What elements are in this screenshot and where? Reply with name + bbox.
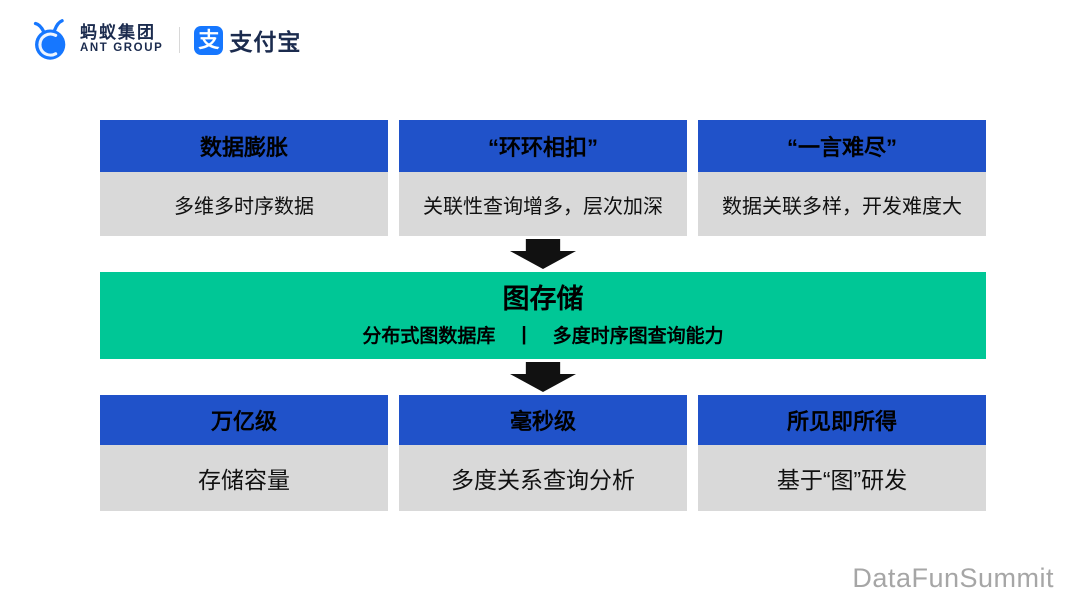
card-wysiwyg: 所见即所得 基于“图”研发 xyxy=(698,395,986,511)
alipay-logo: 支 支付宝 xyxy=(194,23,301,57)
alipay-icon: 支 xyxy=(194,25,224,55)
logo-bar: 蚂蚁集团 ANT GROUP 支 支付宝 xyxy=(30,16,301,64)
ant-group-icon xyxy=(33,19,66,60)
card-data-expansion: 数据膨胀 多维多时序数据 xyxy=(100,120,388,236)
arrow-down-icon xyxy=(510,362,576,392)
card-description: 存储容量 xyxy=(100,445,388,511)
arrow-wrap-top xyxy=(100,236,986,272)
card-title: 数据膨胀 xyxy=(100,120,388,172)
graph-storage-title: 图存储 xyxy=(502,283,584,314)
subtitle-left: 分布式图数据库 xyxy=(362,326,496,348)
datafun-summit-watermark: DataFunSummit xyxy=(852,563,1054,593)
arrow-wrap-bottom xyxy=(100,359,986,395)
card-title: “环环相扣” xyxy=(399,120,687,172)
bottom-row: 万亿级 存储容量 毫秒级 多度关系查询分析 所见即所得 基于“图”研发 xyxy=(100,395,986,511)
card-description: 关联性查询增多，层次加深 xyxy=(399,172,687,236)
ant-group-name-en: ANT GROUP xyxy=(80,42,164,55)
top-row: 数据膨胀 多维多时序数据 “环环相扣” 关联性查询增多，层次加深 “一言难尽” … xyxy=(100,120,986,236)
arrow-down-icon xyxy=(510,239,576,269)
card-title: 所见即所得 xyxy=(698,395,986,445)
card-description: 多维多时序数据 xyxy=(100,172,388,236)
diagram: 数据膨胀 多维多时序数据 “环环相扣” 关联性查询增多，层次加深 “一言难尽” … xyxy=(100,120,986,511)
card-description: 多度关系查询分析 xyxy=(399,445,687,511)
alipay-name-cn: 支付宝 xyxy=(229,29,302,55)
card-hard-to-describe: “一言难尽” 数据关联多样，开发难度大 xyxy=(698,120,986,236)
graph-storage-box: 图存储 分布式图数据库 | 多度时序图查询能力 xyxy=(100,272,986,359)
ant-group-name-cn: 蚂蚁集团 xyxy=(80,22,156,42)
card-title: 万亿级 xyxy=(100,395,388,445)
card-millisecond: 毫秒级 多度关系查询分析 xyxy=(399,395,687,511)
logo-divider xyxy=(179,27,181,53)
card-trillion-scale: 万亿级 存储容量 xyxy=(100,395,388,511)
card-description: 基于“图”研发 xyxy=(698,445,986,511)
graph-storage-subtitle: 分布式图数据库 | 多度时序图查询能力 xyxy=(362,321,723,348)
subtitle-right: 多度时序图查询能力 xyxy=(552,326,724,348)
card-description: 数据关联多样，开发难度大 xyxy=(698,172,986,236)
card-interlocking: “环环相扣” 关联性查询增多，层次加深 xyxy=(399,120,687,236)
ant-group-wordmark: 蚂蚁集团 ANT GROUP xyxy=(80,22,164,56)
subtitle-separator: | xyxy=(521,323,527,345)
card-title: 毫秒级 xyxy=(399,395,687,445)
card-title: “一言难尽” xyxy=(698,120,986,172)
